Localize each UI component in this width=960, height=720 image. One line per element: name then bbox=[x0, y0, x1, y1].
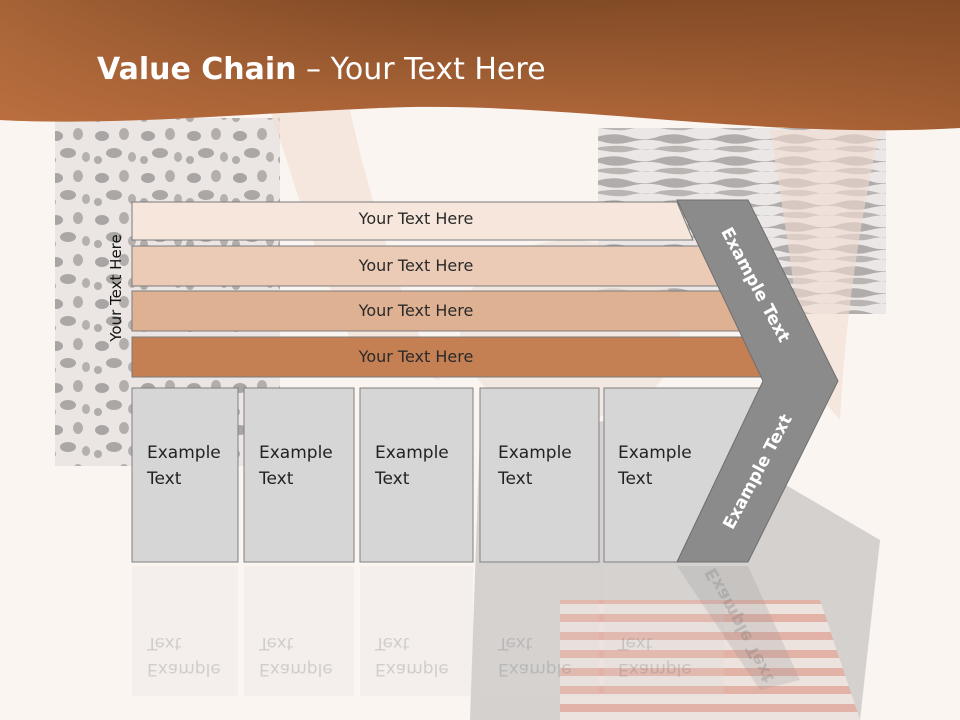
column-text-3-line2: Text bbox=[375, 469, 410, 489]
column-reflection-5: Example Text bbox=[618, 630, 692, 682]
column-text-2-line2: Text bbox=[259, 469, 294, 489]
column-reflection-1: Example Text bbox=[147, 630, 221, 682]
title-bold: Value Chain bbox=[97, 52, 297, 87]
column-reflection-1-line2: Text bbox=[147, 633, 182, 653]
column-reflection-4-line2: Text bbox=[498, 633, 533, 653]
support-band-1 bbox=[131, 201, 694, 241]
primary-column-1 bbox=[131, 387, 239, 563]
column-text-5-line1: Example bbox=[618, 443, 692, 463]
column-text-1-line1: Example bbox=[147, 443, 221, 463]
column-reflection-3-line2: Text bbox=[375, 633, 410, 653]
margin-chevron bbox=[676, 199, 839, 563]
column-reflection-1-line1: Example bbox=[147, 659, 221, 679]
column-reflection-5-line1: Example bbox=[618, 659, 692, 679]
column-reflection-2-line1: Example bbox=[259, 659, 333, 679]
column-text-2-line1: Example bbox=[259, 443, 333, 463]
column-text-4-line2: Text bbox=[498, 469, 533, 489]
column-reflection-3: Example Text bbox=[375, 630, 449, 682]
page-title: Value Chain – Your Text Here bbox=[97, 52, 546, 87]
band-label-1: Your Text Here bbox=[358, 209, 474, 228]
column-reflection-2: Example Text bbox=[259, 630, 333, 682]
primary-column-4 bbox=[479, 387, 600, 563]
column-reflection-4-line1: Example bbox=[498, 659, 572, 679]
band-label-4: Your Text Here bbox=[358, 347, 474, 366]
column-reflection-2-line2: Text bbox=[259, 633, 294, 653]
column-reflection-3-line1: Example bbox=[375, 659, 449, 679]
primary-column-2 bbox=[243, 387, 355, 563]
column-text-3-line1: Example bbox=[375, 443, 449, 463]
column-text-5-line2: Text bbox=[618, 469, 653, 489]
column-reflection-5-line2: Text bbox=[618, 633, 653, 653]
column-text-4-line1: Example bbox=[498, 443, 572, 463]
title-rest: – Your Text Here bbox=[296, 52, 546, 87]
column-text-1-line2: Text bbox=[147, 469, 182, 489]
band-label-3: Your Text Here bbox=[358, 301, 474, 320]
primary-column-3 bbox=[359, 387, 474, 563]
band-label-2: Your Text Here bbox=[358, 256, 474, 275]
column-reflection-4: Example Text bbox=[498, 630, 572, 682]
side-label: Your Text Here bbox=[107, 234, 125, 342]
